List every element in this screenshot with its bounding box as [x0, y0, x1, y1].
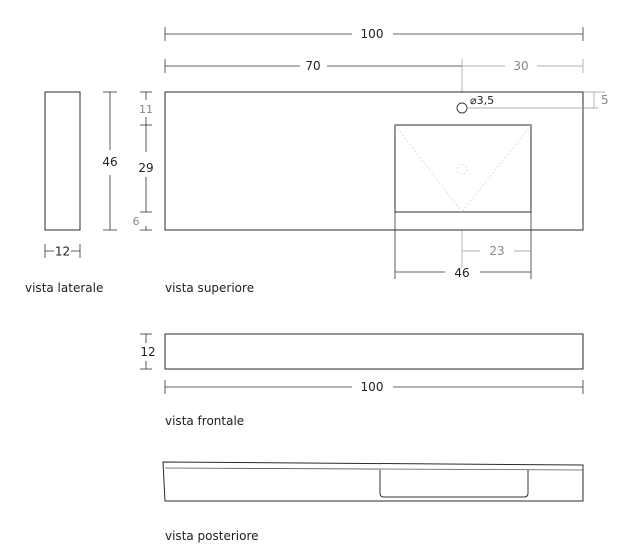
hole-offset-back-label: 5 — [601, 93, 609, 107]
front-height-label: 12 — [140, 345, 155, 359]
basin-width-label: 46 — [454, 266, 469, 280]
rear-view-top-edge — [164, 467, 584, 471]
rear-view: vista posteriore — [162, 461, 584, 543]
rear-view-outline — [162, 461, 584, 502]
top-left-width-label: 70 — [305, 59, 320, 73]
top-right-width-label: 30 — [513, 59, 528, 73]
view-label-front: vista frontale — [165, 414, 244, 428]
hole-diameter-label: ⌀3,5 — [470, 94, 494, 107]
view-label-top: vista superiore — [165, 281, 254, 295]
side-view: 12 46 vista laterale — [25, 91, 118, 295]
side-width-label: 12 — [55, 245, 70, 259]
hole-offset-top-label: 11 — [139, 103, 153, 116]
drain-icon — [456, 163, 468, 175]
side-view-outline — [44, 91, 81, 231]
rear-basin-profile — [379, 470, 529, 498]
basin-slope-line-2 — [461, 124, 532, 213]
front-width-label: 100 — [361, 380, 384, 394]
basin-half-width-label: 23 — [489, 244, 504, 258]
basin-offset-front-label: 6 — [133, 215, 140, 228]
front-view-outline — [164, 333, 584, 370]
view-label-lateral: vista laterale — [25, 281, 103, 295]
basin-depth-label: 29 — [138, 161, 153, 175]
front-view: 12 100 vista frontale — [140, 333, 584, 428]
side-height-label: 46 — [102, 155, 117, 169]
top-view: 100 70 30 ⌀3,5 5 1 — [133, 27, 609, 295]
view-label-rear: vista posteriore — [165, 529, 259, 543]
basin-outline — [394, 124, 532, 213]
tap-hole-icon — [456, 102, 468, 114]
top-total-width-label: 100 — [361, 27, 384, 41]
